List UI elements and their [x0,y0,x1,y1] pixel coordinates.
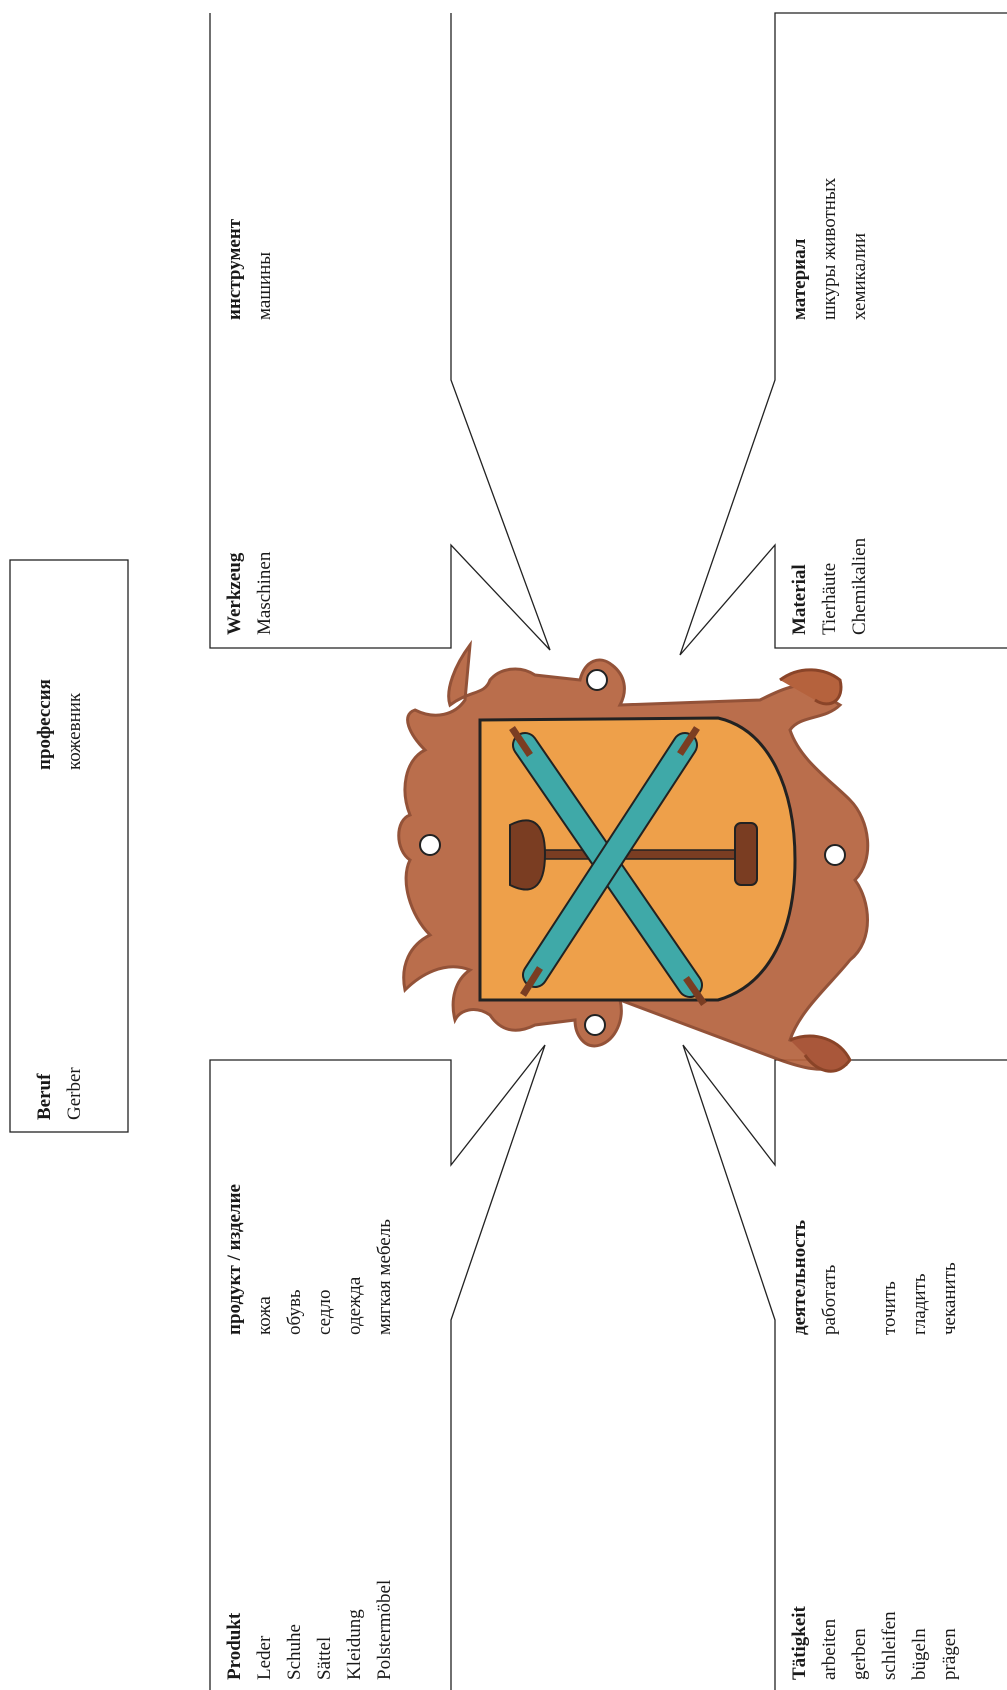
material-ru-title: материал [785,178,815,320]
produkt-de-item: Kleidung [340,1580,370,1680]
produkt-de-title: Produkt [220,1580,250,1680]
werkzeug-de-block: Werkzeug Maschinen [220,552,280,635]
produkt-de-item: Polstermöbel [370,1580,400,1680]
beruf-ru-title: профессия [30,679,60,770]
taetigkeit-ru-block: деятельность работать точить гладить чек… [785,1220,965,1335]
werkzeug-de-item: Maschinen [250,552,280,635]
produkt-de-item: Sättel [310,1580,340,1680]
beruf-de-block: Beruf Gerber [30,1067,90,1120]
produkt-ru-item: кожа [250,1184,280,1335]
produkt-ru-item: мягкая мебель [370,1184,400,1335]
material-de-item: Chemikalien [845,538,875,635]
taetigkeit-ru-title: деятельность [785,1220,815,1335]
material-de-title: Material [785,538,815,635]
beruf-de-value: Gerber [60,1067,90,1120]
beruf-ru-block: профессия кожевник [30,679,90,770]
material-ru-block: материал шкуры животных хемикалии [785,178,875,320]
taetigkeit-de-block: Tätigkeit arbeiten gerben schleifen büge… [785,1606,965,1680]
frame-hole-bottom [585,1015,605,1035]
produkt-ru-block: продукт / изделие кожа обувь седло одежд… [220,1184,400,1335]
taetigkeit-de-item: schleifen [875,1606,905,1680]
taetigkeit-ru-item [845,1220,875,1335]
taetigkeit-callout [683,1045,1007,1690]
material-ru-item: шкуры животных [815,178,845,320]
taetigkeit-ru-item: точить [875,1220,905,1335]
taetigkeit-ru-item: гладить [905,1220,935,1335]
material-de-block: Material Tierhäute Chemikalien [785,538,875,635]
frame-hole-right [825,845,845,865]
produkt-ru-item: обувь [280,1184,310,1335]
material-ru-item: хемикалии [845,178,875,320]
frame-hole-left [420,835,440,855]
material-de-item: Tierhäute [815,538,845,635]
taetigkeit-de-item: arbeiten [815,1606,845,1680]
werkzeug-ru-item: машины [250,219,280,320]
taetigkeit-de-item: bügeln [905,1606,935,1680]
produkt-ru-item: одежда [340,1184,370,1335]
taetigkeit-ru-item: работать [815,1220,845,1335]
produkt-de-item: Schuhe [280,1580,310,1680]
produkt-ru-item: седло [310,1184,340,1335]
produkt-de-block: Produkt Leder Schuhe Sättel Kleidung Pol… [220,1580,400,1680]
produkt-ru-title: продукт / изделие [220,1184,250,1335]
produkt-de-item: Leder [250,1580,280,1680]
werkzeug-ru-block: инструмент машины [220,219,280,320]
werkzeug-de-title: Werkzeug [220,552,250,635]
taetigkeit-ru-item: чеканить [935,1220,965,1335]
beruf-ru-value: кожевник [60,679,90,770]
taetigkeit-de-item: prägen [935,1606,965,1680]
beruf-box [10,560,128,1132]
werkzeug-ru-title: инструмент [220,219,250,320]
frame-hole-top [587,670,607,690]
taetigkeit-de-item: gerben [845,1606,875,1680]
tanner-coat-of-arms [399,645,868,1071]
taetigkeit-de-title: Tätigkeit [785,1606,815,1680]
beruf-de-title: Beruf [30,1067,60,1120]
